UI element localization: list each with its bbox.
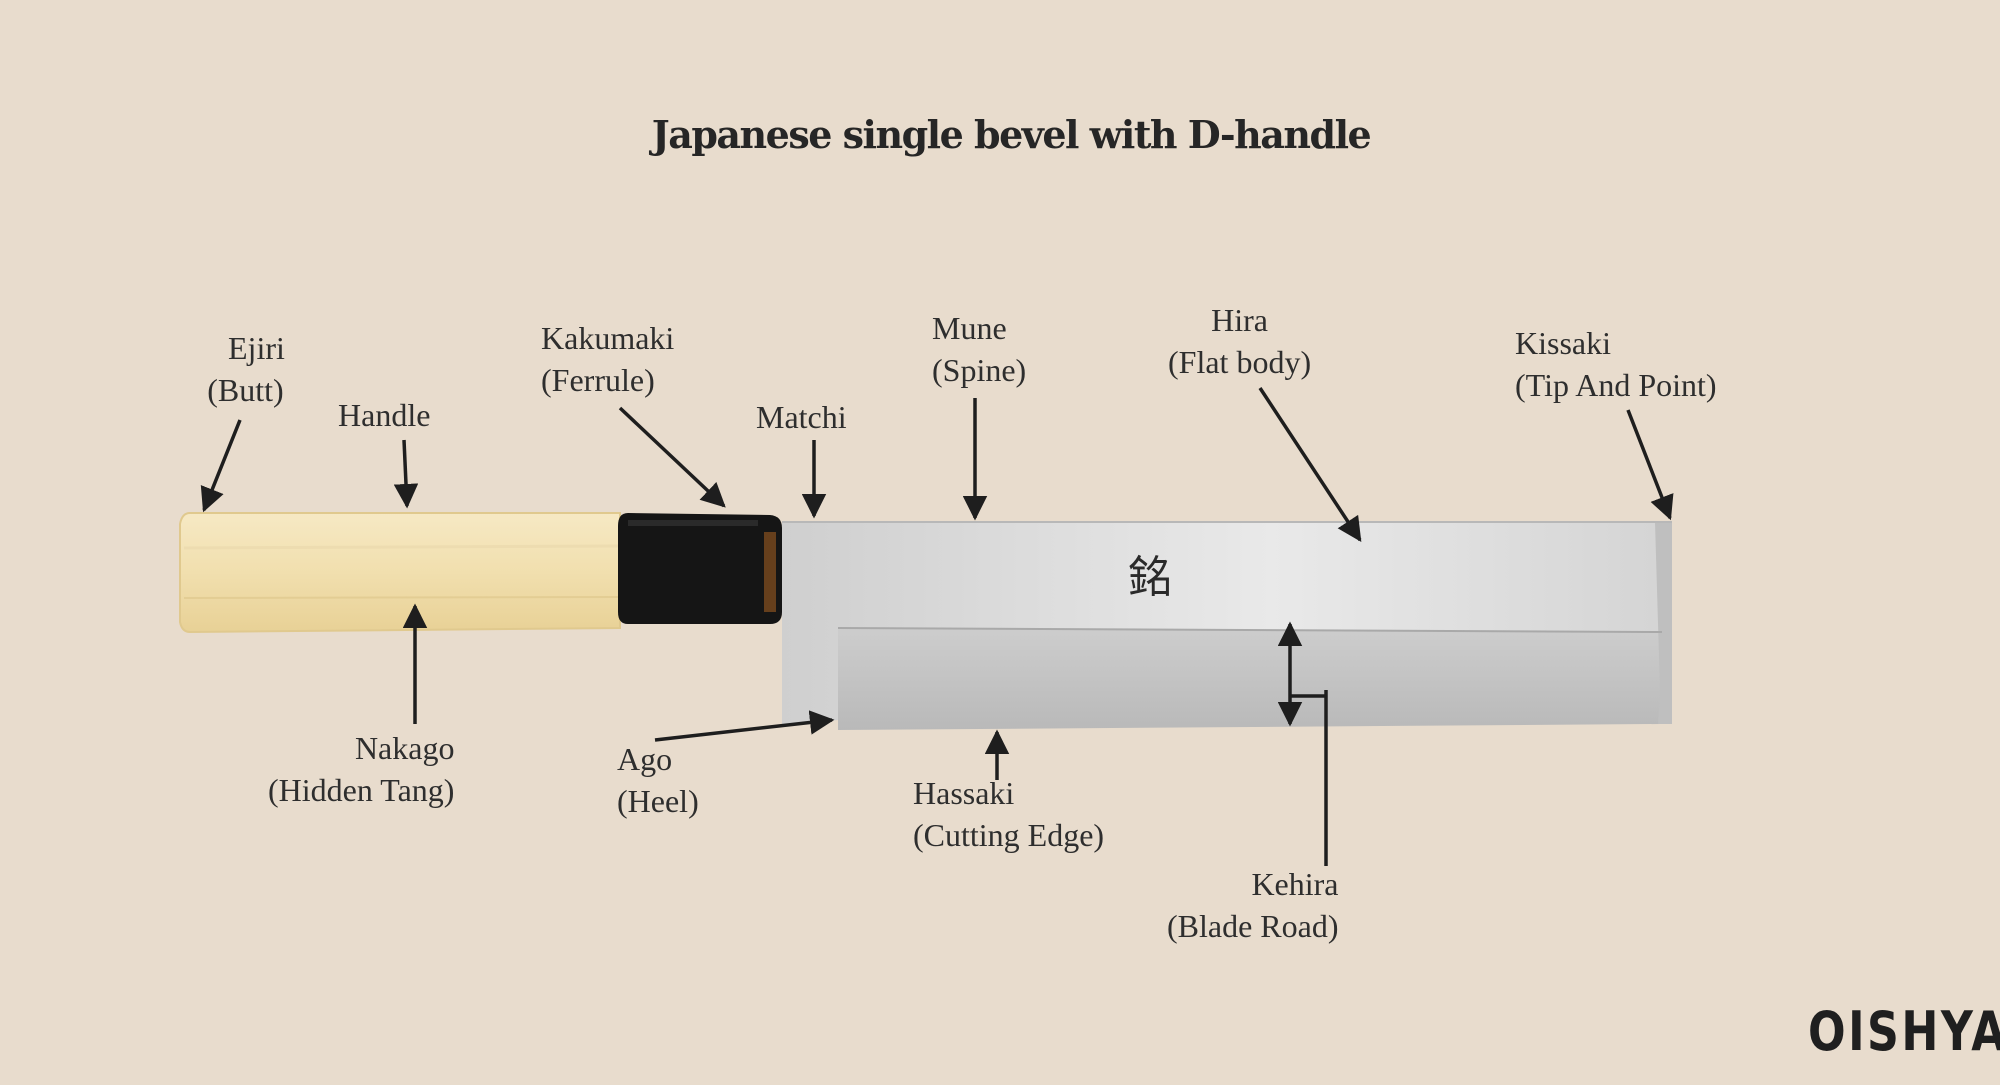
- label-hira: Hira (Flat body): [1168, 302, 1312, 380]
- ejiri-arrow: [200, 419, 242, 513]
- label-kakumaki: Kakumaki (Ferrule): [541, 320, 675, 398]
- label-nakago: Nakago (Hidden Tang): [268, 730, 455, 808]
- blade: [782, 522, 1672, 726]
- label-ejiri: Ejiri (Butt): [207, 330, 285, 408]
- label-ago: Ago (Heel): [617, 741, 699, 819]
- label-handle: Handle: [338, 397, 431, 433]
- ferrule: [618, 513, 782, 624]
- label-mune: Mune (Spine): [932, 310, 1027, 388]
- label-kissaki: Kissaki (Tip And Point): [1515, 325, 1717, 403]
- wooden-handle: [179, 512, 621, 634]
- ago-arrow: [654, 710, 835, 742]
- label-hassaki: Hassaki (Cutting Edge): [913, 775, 1105, 853]
- handle-arrow: [393, 439, 419, 509]
- hira-arrow: [1258, 387, 1362, 543]
- label-matchi: Matchi: [756, 399, 847, 435]
- blade-engraving: 銘: [1128, 552, 1172, 603]
- diagram-title: Japanese single bevel with D-handle: [651, 112, 1372, 157]
- kissaki-arrow: [1626, 409, 1674, 521]
- blade-bevel: [838, 628, 1672, 730]
- blade-tip: [1655, 522, 1672, 724]
- label-kehira: Kehira (Blade Road): [1167, 866, 1339, 944]
- brand-logo: OISHYA: [1808, 1000, 2000, 1063]
- kakumaki-arrow: [618, 406, 726, 508]
